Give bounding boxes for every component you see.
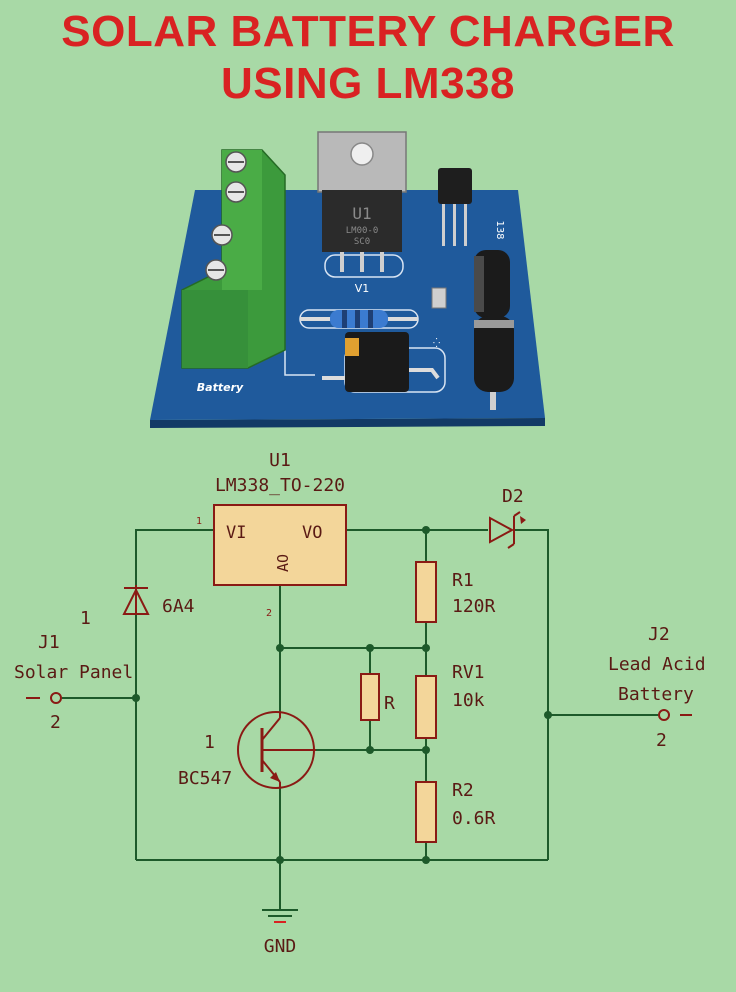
diode-6a4 (122, 585, 150, 615)
wire-adj (279, 585, 426, 649)
j1-name: Solar Panel (14, 662, 133, 683)
regulator-to220: U1 LM00-0 SC0 (317, 131, 407, 272)
r1-resistor (415, 561, 437, 623)
transistor-to92 (438, 168, 472, 246)
junction (276, 644, 284, 652)
junction (366, 644, 374, 652)
junction (544, 711, 552, 719)
smd-component (431, 287, 447, 309)
regulator-label: U1 (352, 204, 371, 223)
junction (366, 746, 374, 754)
d2-ref: D2 (502, 486, 524, 507)
u1-pin2-number: 2 (266, 608, 272, 619)
j2-name-line1: Lead Acid (608, 654, 706, 675)
r2-ref: R2 (452, 780, 474, 801)
gnd-label: GND (264, 936, 297, 957)
r-resistor (360, 673, 380, 721)
silk-trace-1 (284, 350, 315, 376)
junction (422, 856, 430, 864)
gnd-symbol (262, 909, 298, 923)
r2-resistor (415, 781, 437, 843)
rv1-ref: RV1 (452, 662, 485, 683)
resistor-axial (300, 310, 418, 328)
r1-ref: R1 (452, 570, 474, 591)
pcb-board-edge (150, 418, 545, 428)
rv1-potentiometer (415, 675, 437, 739)
silk-dots: ⁛ (433, 338, 440, 349)
junction (422, 644, 430, 652)
junction (422, 526, 430, 534)
net-label-v1: V1 (355, 282, 370, 295)
title-line-1: SOLAR BATTERY CHARGER (61, 7, 675, 56)
wire-vi-to-diode (135, 529, 214, 585)
regulator-part: LM00-0 (346, 226, 379, 236)
pcb-illustration: U1 LM00-0 SC0 V1 138 (150, 131, 545, 428)
u1-pin1-number: 1 (196, 516, 202, 527)
j1-ref: J1 (38, 632, 60, 653)
u1-pin-vo: VO (302, 523, 322, 543)
side-code: 138 (494, 220, 505, 239)
j2-pin: 2 (656, 730, 667, 751)
j1-connector (26, 692, 62, 704)
j2-name-line2: Battery (618, 684, 694, 705)
j1-pin: 2 (50, 712, 61, 733)
battery-label: Battery (197, 381, 244, 394)
j2-connector (658, 709, 692, 721)
r1-value: 120R (452, 596, 496, 617)
j2-ref: J2 (648, 624, 670, 645)
wire-d2-to-right (514, 529, 549, 860)
junction (132, 694, 140, 702)
u1-regulator: VI VO AO (213, 504, 347, 586)
r-ref: R (384, 693, 395, 714)
terminal-block (181, 149, 286, 369)
u1-value: LM338_TO-220 (215, 475, 345, 496)
q1-ref: BC547 (178, 768, 232, 789)
u1-pin-adj: AO (274, 554, 292, 572)
junction (422, 746, 430, 754)
junction (276, 856, 284, 864)
diode-6a4-value: 6A4 (162, 596, 195, 617)
junctions (132, 526, 552, 864)
diode-6a4-pin: 1 (80, 608, 91, 629)
q1-transistor (237, 711, 316, 789)
u1-ref: U1 (269, 450, 291, 471)
r2-value: 0.6R (452, 808, 496, 829)
vertical-diode (474, 316, 514, 410)
schematic-diagram: VI VO AO U1 LM338_TO-220 1 2 6A4 1 J1 So… (14, 450, 706, 957)
d2-diode (489, 511, 526, 549)
title-line-2: USING LM338 (220, 59, 515, 108)
page-title: SOLAR BATTERY CHARGER USING LM338 (0, 6, 736, 110)
u1-pin-vi: VI (226, 523, 246, 543)
q1-pin: 1 (204, 732, 215, 753)
regulator-sub: SC0 (354, 237, 370, 247)
rv1-value: 10k (452, 690, 485, 711)
electrolytic-capacitor (474, 250, 510, 318)
power-diode (322, 332, 440, 392)
